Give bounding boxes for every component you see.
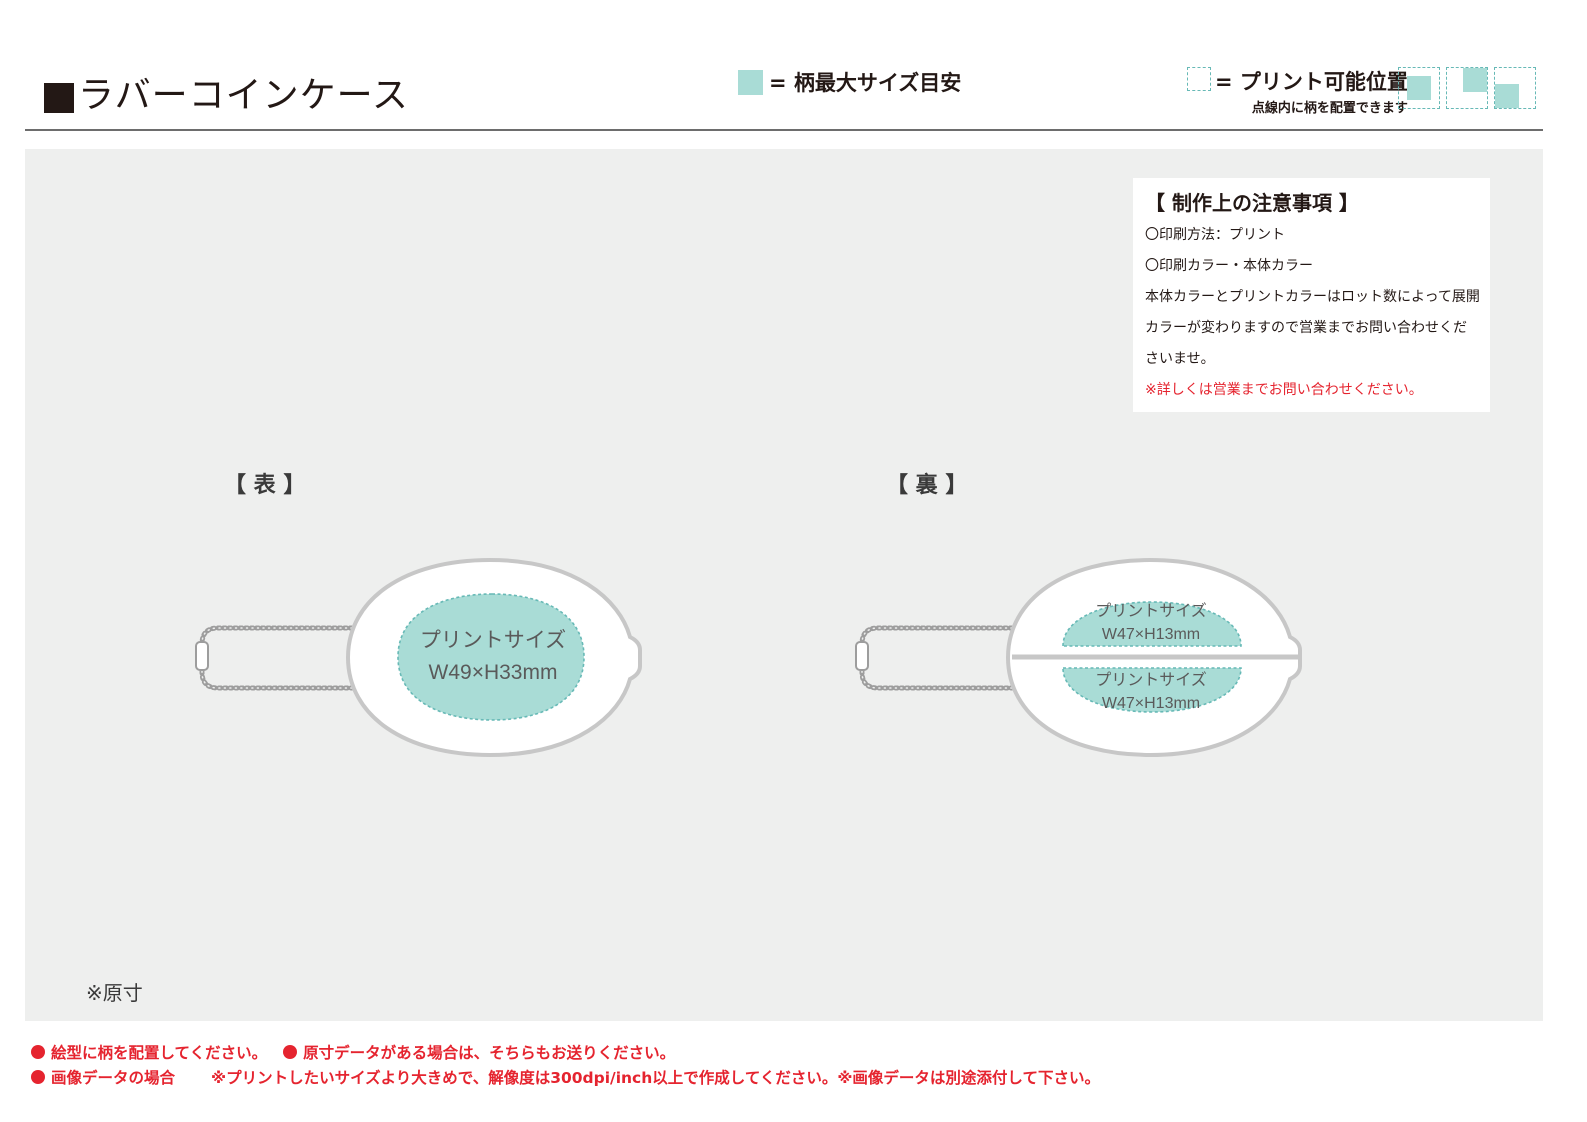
notes-red-line: ※詳しくは営業までお問い合わせください。 xyxy=(1145,382,1423,398)
back-bottom-print-area xyxy=(1062,667,1242,713)
title-square-icon xyxy=(44,83,74,113)
footer-item-detail: ※プリントしたいサイズより大きめで、解像度は300dpi/inch以上で作成して… xyxy=(211,1069,1100,1087)
notes-line: さいませ。 xyxy=(1145,351,1215,367)
notes-line: 〇印刷方法：プリント xyxy=(1145,227,1285,243)
legend-print-position-subtext: 点線内に柄を配置できます xyxy=(1251,101,1408,116)
notes-title: 【 制作上の注意事項 】 xyxy=(1145,191,1359,215)
footer-line-1: 絵型に柄を配置してください。 原寸データがある場合は、そちらもお送りください。 xyxy=(31,1041,675,1063)
print-size-dimensions: W47×H13mm xyxy=(1101,626,1201,643)
position-example-center-icon xyxy=(1398,67,1440,109)
legend-max-size: = 柄最大サイズ目安 xyxy=(738,67,961,97)
red-bullet-icon xyxy=(31,1045,45,1059)
position-example-top-right-icon xyxy=(1446,67,1488,109)
page-title: ラバーコインケース xyxy=(44,74,409,118)
front-print-size-label: プリントサイズ W49×H33mm xyxy=(413,625,573,689)
footer-item: 画像データの場合 xyxy=(51,1069,176,1087)
footer-line-2: 画像データの場合 ※プリントしたいサイズより大きめで、解像度は300dpi/in… xyxy=(31,1066,1100,1088)
red-bullet-icon xyxy=(283,1045,298,1059)
front-coin-case xyxy=(195,557,642,758)
footer-item: 絵型に柄を配置してください。 xyxy=(51,1044,268,1062)
page-title-text: ラバーコインケース xyxy=(78,75,409,116)
back-bottom-print-size-label: プリントサイズ W47×H13mm xyxy=(1071,669,1231,715)
production-notes: 【 制作上の注意事項 】 〇印刷方法：プリント 〇印刷カラー・本体カラー 本体カ… xyxy=(1133,178,1490,412)
print-size-title: プリントサイズ xyxy=(1095,603,1207,620)
back-top-print-area xyxy=(1062,601,1242,647)
notes-line: 本体カラーとプリントカラーはロット数によって展開 xyxy=(1145,289,1480,305)
notes-line: 〇印刷カラー・本体カラー xyxy=(1145,258,1313,274)
red-bullet-icon xyxy=(31,1070,45,1084)
print-size-title: プリントサイズ xyxy=(419,629,567,652)
print-size-title: プリントサイズ xyxy=(1095,672,1207,689)
back-label: 【 裏 】 xyxy=(886,473,968,498)
actual-size-note: ※原寸 xyxy=(86,981,143,1005)
front-print-area xyxy=(397,593,585,721)
ball-chain-icon xyxy=(855,625,1015,691)
front-label: 【 表 】 xyxy=(224,473,306,498)
print-size-dimensions: W47×H13mm xyxy=(1101,695,1201,712)
notes-line: カラーが変わりますので営業までお問い合わせくだ xyxy=(1145,320,1467,336)
legend-max-size-text: = 柄最大サイズ目安 xyxy=(769,71,962,95)
position-example-bottom-center-icon xyxy=(1494,67,1536,109)
legend-print-position-text: = プリント可能位置 xyxy=(1215,70,1408,94)
print-area-swatch-icon xyxy=(738,69,763,95)
back-coin-case xyxy=(855,557,1302,758)
ball-chain-icon xyxy=(195,625,355,691)
dashed-box-icon xyxy=(1187,67,1211,91)
legend-print-position: = プリント可能位置 点線内に柄を配置できます xyxy=(1187,66,1408,116)
footer-item: 原寸データがある場合は、そちらもお送りください。 xyxy=(303,1044,676,1062)
back-top-print-size-label: プリントサイズ W47×H13mm xyxy=(1071,600,1231,646)
header-divider xyxy=(25,129,1543,131)
print-size-dimensions: W49×H33mm xyxy=(428,661,558,684)
